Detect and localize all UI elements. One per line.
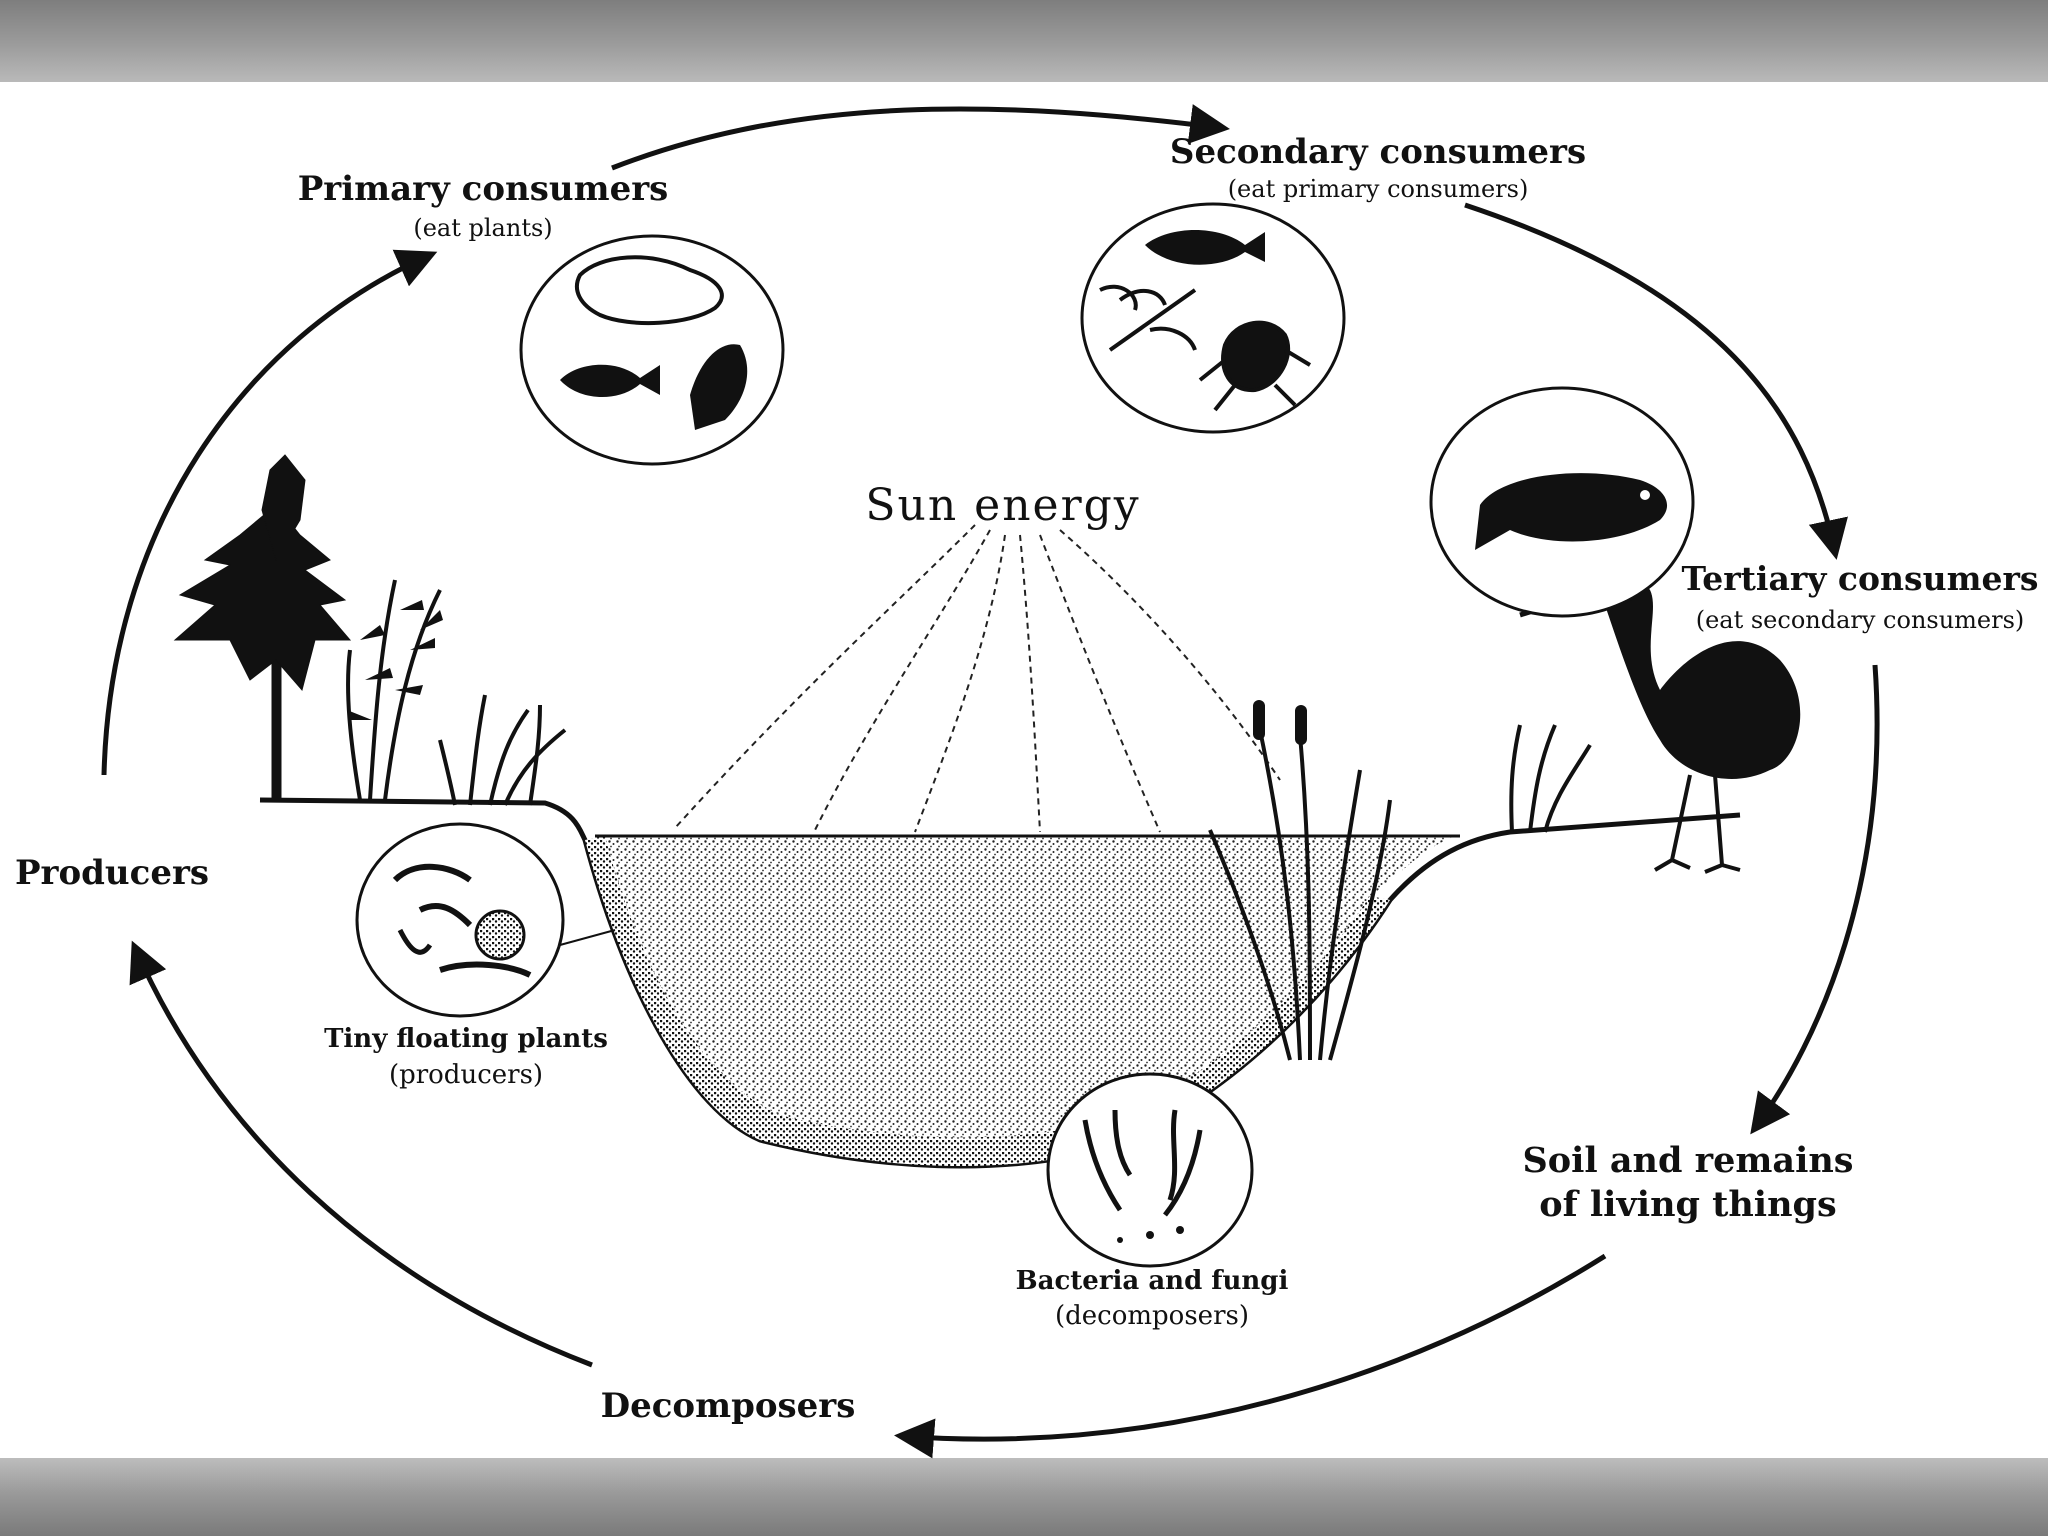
tiny-floating-plants-label: Tiny floating plants xyxy=(324,1024,608,1054)
cattail-heads xyxy=(1253,700,1307,745)
bass-fish-icon xyxy=(1475,473,1668,550)
cycle-arrows xyxy=(101,104,1880,1459)
secondary-consumers-label: Secondary consumers xyxy=(1170,132,1586,172)
arrow-primary-to-secondary xyxy=(611,104,1230,171)
primary-consumers-label: Primary consumers xyxy=(298,169,669,209)
tertiary-consumers-sublabel: (eat secondary consumers) xyxy=(1696,606,2025,634)
beetle-icon xyxy=(1198,320,1312,412)
soil-remains-label-line2: of living things xyxy=(1539,1184,1836,1225)
bacteria-fungi-sublabel: (decomposers) xyxy=(1055,1301,1249,1331)
arrow-soil-to-decomposers xyxy=(894,1253,1607,1459)
soil-remains-label-line1: Soil and remains xyxy=(1522,1140,1853,1181)
tiny-floating-plants-sublabel: (producers) xyxy=(389,1060,543,1090)
tertiary-consumers-label: Tertiary consumers xyxy=(1682,559,2039,598)
left-plant-leaves xyxy=(347,600,443,720)
left-water-plants xyxy=(346,579,567,806)
sun-rays xyxy=(674,524,1281,833)
arrow-producers-to-primary xyxy=(101,249,438,776)
bacteria-fungi-label: Bacteria and fungi xyxy=(1016,1266,1289,1296)
fish-icon xyxy=(1145,230,1265,265)
arrow-secondary-to-tertiary xyxy=(1464,202,1848,560)
tiny-floating-plants-circle xyxy=(355,822,616,1018)
bottom-border xyxy=(0,1458,2048,1536)
labels: Primary consumers (eat plants) Secondary… xyxy=(15,132,2038,1426)
secondary-consumers-sublabel: (eat primary consumers) xyxy=(1228,175,1529,203)
primary-consumers-sublabel: (eat plants) xyxy=(413,214,552,242)
bacteria-fungi-circle xyxy=(1046,1072,1254,1268)
arrow-tertiary-to-soil xyxy=(1750,664,1880,1135)
snail-icon xyxy=(574,255,724,326)
cattails xyxy=(1208,724,1592,1061)
arrow-decomposers-to-producers xyxy=(129,940,593,1368)
dragonfly-icon xyxy=(1099,284,1197,352)
decomposers-label: Decomposers xyxy=(601,1386,856,1426)
fish-icon xyxy=(560,364,660,398)
secondary-consumer-circle xyxy=(1080,202,1346,434)
producers-label: Producers xyxy=(15,853,209,893)
shrimp-icon xyxy=(690,344,748,430)
decomposer-icon xyxy=(1082,1109,1203,1217)
top-border xyxy=(0,0,2048,82)
sun-energy-label: Sun energy xyxy=(865,480,1140,531)
tree-icon xyxy=(173,454,352,801)
algae-icon xyxy=(392,863,532,978)
primary-consumer-circle xyxy=(519,234,785,466)
tertiary-consumer-circle xyxy=(1429,386,1695,618)
